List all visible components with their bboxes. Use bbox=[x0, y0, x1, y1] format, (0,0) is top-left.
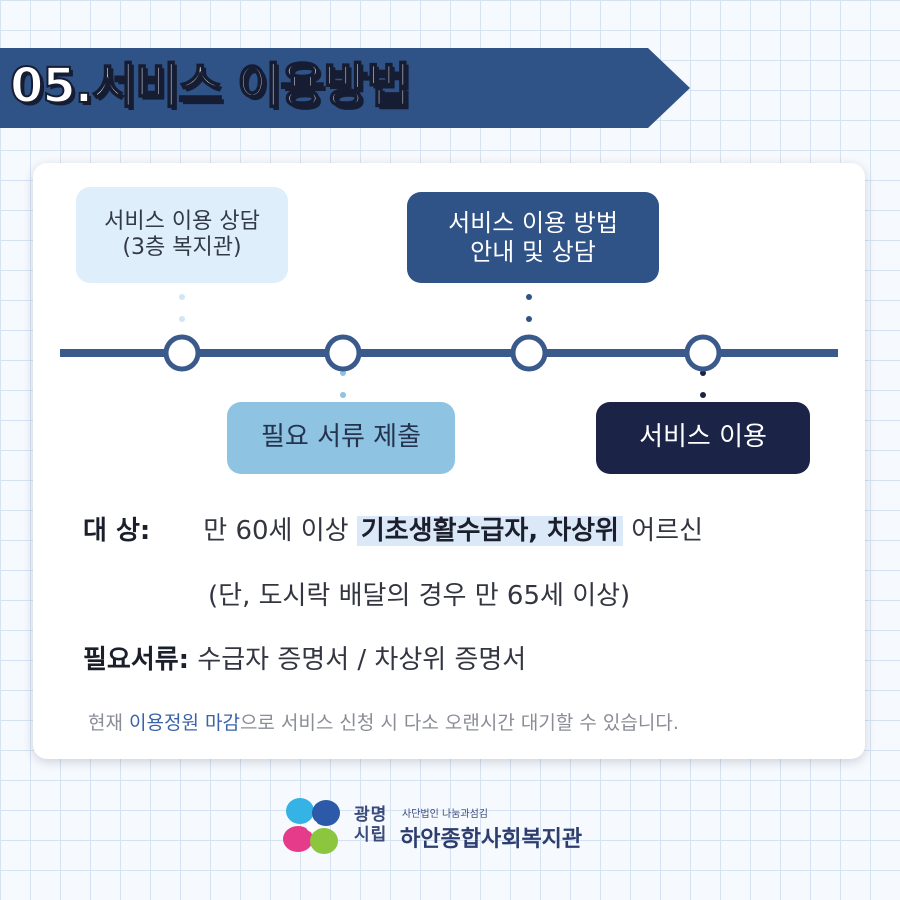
step-service-use: 서비스 이용 bbox=[596, 402, 810, 474]
note-prefix: 현재 bbox=[88, 712, 123, 734]
note-accent: 이용정원 마감 bbox=[129, 712, 240, 734]
logo-org-name: 하안종합사회복지관 bbox=[400, 827, 583, 852]
target-label: 대 상: bbox=[83, 516, 151, 546]
target-age: 만 60세 이상 bbox=[203, 516, 349, 546]
info-card: 서비스 이용 상담 (3층 복지관) 서비스 이용 방법 안내 및 상담 필요 … bbox=[33, 163, 865, 759]
timeline-nodes bbox=[163, 334, 722, 372]
target-suffix: 어르신 bbox=[631, 516, 703, 546]
logo-subtitle: 사단법인 나눔과섬김 bbox=[402, 809, 488, 820]
waiting-note: 현재 이용정원 마감으로 서비스 신청 시 다소 오랜시간 대기할 수 있습니다… bbox=[88, 708, 679, 735]
target-row: 대 상: 만 60세 이상 기초생활수급자, 차상위 어르신 bbox=[83, 510, 703, 547]
timeline-connectors bbox=[179, 294, 706, 398]
step-submit-documents: 필요 서류 제출 bbox=[227, 402, 455, 474]
timeline-line bbox=[60, 349, 838, 357]
clover-logo-icon bbox=[283, 798, 340, 854]
timeline bbox=[60, 294, 838, 398]
note-suffix: 으로 서비스 신청 시 다소 오랜시간 대기할 수 있습니다. bbox=[239, 712, 679, 734]
target-exception: (단, 도시락 배달의 경우 만 65세 이상) bbox=[208, 581, 631, 611]
page-title: 05.서비스 이용방법 bbox=[9, 57, 412, 115]
logo-city: 광명 시립 bbox=[354, 805, 388, 845]
documents-row: 필요서류: 수급자 증명서 / 차상위 증명서 bbox=[83, 639, 526, 676]
documents-value: 수급자 증명서 / 차상위 증명서 bbox=[197, 645, 527, 675]
header-banner: 05.서비스 이용방법 bbox=[0, 48, 690, 128]
documents-label: 필요서류: bbox=[83, 645, 190, 675]
target-highlight: 기초생활수급자, 차상위 bbox=[356, 516, 623, 546]
banner-arrow-shape bbox=[0, 48, 690, 128]
step-consultation: 서비스 이용 상담 (3층 복지관) bbox=[76, 187, 288, 283]
footer-logo: 광명 시립 사단법인 나눔과섬김 하안종합사회복지관 bbox=[276, 793, 636, 865]
step-guidance: 서비스 이용 방법 안내 및 상담 bbox=[407, 192, 659, 283]
